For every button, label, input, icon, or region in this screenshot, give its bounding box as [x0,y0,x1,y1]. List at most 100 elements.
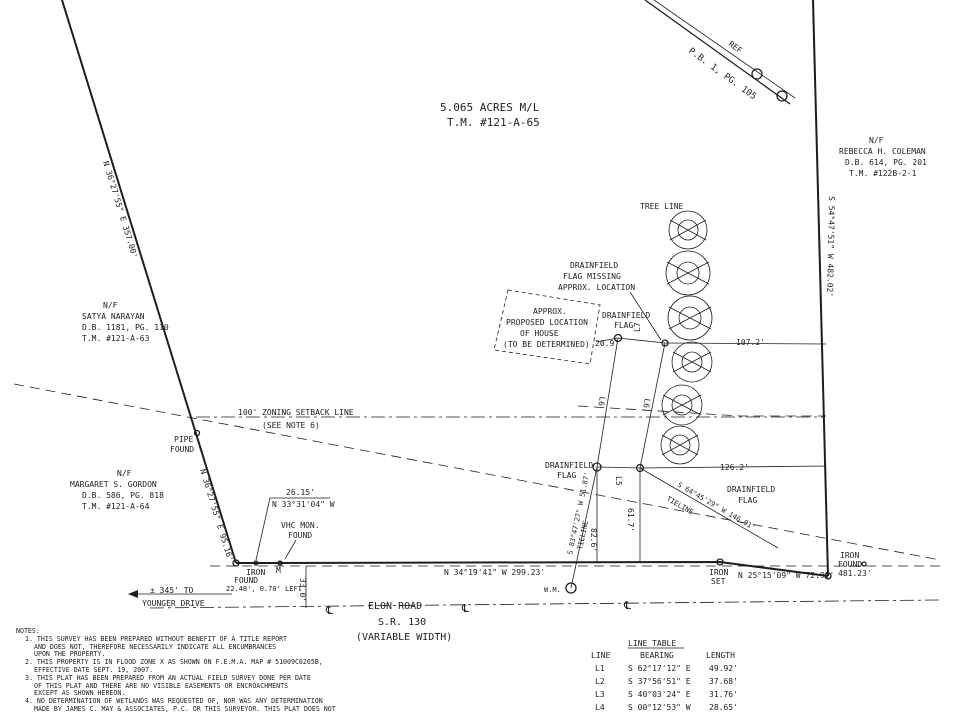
note-line: UPON THE PROPERTY. [34,650,106,659]
bearing-west-lower: N 36°27'55" E 95.16' [198,468,235,563]
iron-label: 22.48', 0.70' LEFT [226,585,303,593]
vhc-monument: VHC MON. FOUND [281,521,320,540]
ref-monument-icon [776,90,788,102]
drainfield-flag-top: DRAINFIELD FLAG [602,311,650,330]
deed-book: D.B. 1181, PG. 110 [82,323,169,332]
tie-bearing: N 33°31'04" W [272,500,335,509]
dim-107-2: 107.2' [736,338,765,347]
owner-name: MARGARET S. GORDON [70,480,157,489]
line-table-cell: S 62°17'12" E [628,664,691,673]
iron-found-left: IRON FOUND 22.48', 0.70' LEFT M [226,539,303,593]
boundary-west [61,0,237,564]
owner-name: REBECCA H. COLEMAN [839,147,926,156]
flag-label: FLAG [557,471,576,480]
neighbor-narayan: N/F SATYA NARAYAN D.B. 1181, PG. 110 T.M… [82,301,169,343]
vhc-label: VHC MON. [281,521,320,530]
notes-title: NOTES: [16,627,40,635]
iron-pin-icon [253,560,259,566]
note-line: OF THIS PLAT AND THERE ARE NO VISIBLE EA… [34,681,289,690]
line-table: LINE TABLE LINE BEARING LENGTH L1 S 62°1… [591,639,738,712]
line-table-header: LENGTH [706,651,735,660]
callout-text: FLAG MISSING [563,272,621,281]
note-line: 4. NO DETERMINATION OF WETLANDS WAS REQU… [25,697,323,706]
tie-right-word: TIELINE [665,495,695,517]
bearing-south-east: N 25°15'09" W 72.92' [738,571,834,580]
house-label: (TO BE DETERMINED) [503,340,590,349]
iron-pin-icon [232,559,240,567]
pipe-icon [193,429,201,437]
note-line: 1. THIS SURVEY HAS BEEN PREPARED WITHOUT… [25,634,288,643]
setback-east-dashed [577,405,826,417]
nf-label: N/F [103,301,118,310]
tie-to-monument: 26.15' N 33°31'04" W [255,488,335,561]
bearing-east: S 54°47'51" W 482.02' [825,196,836,297]
iron-set-mid: IRON SET [709,558,728,586]
neighbor-gordon: N/F MARGARET S. GORDON D.B. 586, PG. 818… [70,469,164,511]
tax-map: T.M. #121-A-64 [82,502,150,511]
flag-label: FLAG [614,321,633,330]
boundary-south [235,560,829,577]
house-label: PROPOSED LOCATION [506,318,588,327]
centerline-icon: ℄ [623,599,631,612]
flag-label: DRAINFIELD [727,485,775,494]
iron-pin-icon [861,561,867,567]
parcel-acreage: 5.065 ACRES M/L [440,101,540,114]
flag-label: DRAINFIELD [545,461,593,470]
drainfield-flag-right: DRAINFIELD FLAG [727,485,775,505]
iron-label: SET [711,577,726,586]
iron-found-right: IRON FOUND [824,551,867,580]
water-meter-icon [565,582,577,594]
setback-note: (SEE NOTE 6) [262,421,320,430]
old-boundary-dashed [13,383,941,561]
line-table-cell: L4 [595,703,605,712]
bearing-south-main: N 34°19'41" W 299.23' [444,568,545,577]
road-width-dim: 33.0' [298,578,307,602]
line-table-cell: L2 [595,677,605,686]
nf-label: N/F [117,469,132,478]
bearing-west-upper: N 36°27'55" E 357.00' [101,160,139,259]
house-label: OF HOUSE [520,329,559,338]
line-l6: L6 [641,398,652,409]
iron-label: IRON [246,568,265,577]
ref-monument-icon [751,68,763,80]
line-table-header: BEARING [640,651,674,660]
reference-monument: REF P.B. 1, PG. 105 [644,0,796,105]
line-table-cell: S 00°12'53" W [628,703,691,712]
note-line: 2. THIS PROPERTY IS IN FLOOD ZONE X AS S… [25,658,323,667]
road-centerline [149,599,941,609]
line-l5: L5 [614,476,623,486]
centerline-icon: ℄ [325,604,333,617]
line-table-cell: 49.92' [709,664,738,673]
nf-label: N/F [869,136,884,145]
line-table-cell: L3 [595,690,605,699]
callout-text: DRAINFIELD [570,261,618,270]
note-line: 3. THIS PLAT HAS BEEN PREPARED FROM AN A… [25,673,311,682]
line-table-cell: 31.76' [709,690,738,699]
line-table-cell: L1 [595,664,605,673]
tree-line-label: TREE LINE [640,202,684,211]
owner-name: SATYA NARAYAN [82,312,145,321]
pipe-label: PIPE [174,435,193,444]
iron-pin-icon [716,558,724,566]
iron-label: FOUND [838,560,862,569]
water-meter: W.M. [544,582,577,594]
deed-book: D.B. 586, PG. 818 [82,491,164,500]
dim-61-7: 61.7' [626,508,635,532]
house-label: APPROX. [533,307,567,316]
setback-label: 100' ZONING SETBACK LINE [238,408,354,417]
dim-82-6: 82.6' [589,528,598,552]
tax-map: T.M. #122B-2-1 [849,169,917,178]
arrow-left-icon [128,590,138,598]
neighbor-coleman: N/F REBECCA H. COLEMAN D.B. 614, PG. 201… [839,136,927,178]
line-table-header: LINE [591,651,610,660]
tax-map: T.M. #121-A-63 [82,334,150,343]
note-line: EFFECTIVE DATE SEPT. 19, 2007. [34,665,154,674]
road-width: (VARIABLE WIDTH) [356,632,452,643]
line-l7: L7 [633,322,642,332]
drainfield-layout [570,333,827,589]
dim-126-2: 126.2' [720,463,749,472]
road-name: ELON ROAD [368,601,422,612]
line-table-title: LINE TABLE [628,639,676,648]
tree-line: TREE LINE [640,202,713,465]
